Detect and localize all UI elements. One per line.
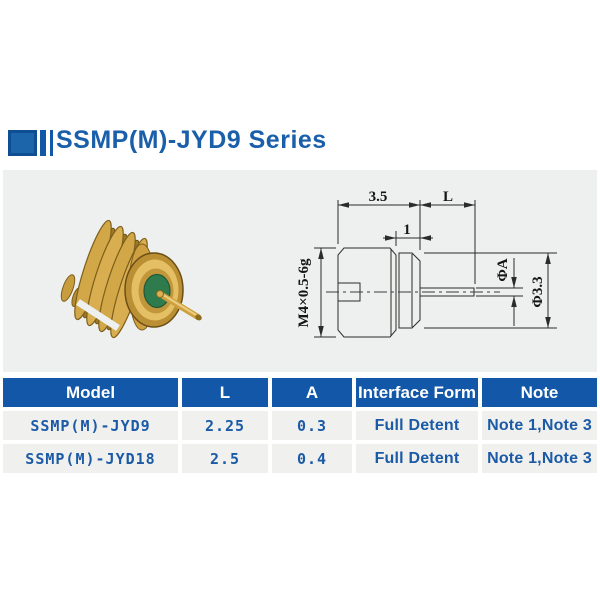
- page-title: SSMP(M)-JYD9 Series: [56, 126, 327, 154]
- technical-drawing: 3.5 L 1 M4×0.5-6g ΦA Φ3.3: [296, 189, 557, 338]
- dimension-lines: [314, 200, 557, 338]
- series-header: SSMP(M)-JYD9 Series: [0, 120, 600, 160]
- cell-note: Note 1,Note 3: [482, 444, 597, 473]
- dim-label-body-length: 3.5: [369, 189, 388, 205]
- column-header-l: L: [182, 378, 268, 407]
- dim-label-neck-length: 1: [403, 222, 411, 238]
- cell-l: 2.25: [182, 411, 268, 440]
- cell-model: SSMP(M)-JYD9: [3, 411, 178, 440]
- dielectric-green: [143, 273, 171, 309]
- cell-interface-form: Full Detent: [356, 444, 478, 473]
- icon-square: [8, 130, 37, 156]
- cell-interface-form: Full Detent: [356, 411, 478, 440]
- column-header-interface-form: Interface Form: [356, 378, 478, 407]
- series-bullet-icon: [8, 130, 54, 157]
- cell-a: 0.3: [272, 411, 352, 440]
- connector-face: [124, 243, 184, 331]
- cell-note: Note 1,Note 3: [482, 411, 597, 440]
- cell-l: 2.5: [182, 444, 268, 473]
- column-header-model: Model: [3, 378, 178, 407]
- dim-label-pin-length: L: [443, 189, 453, 205]
- column-header-a: A: [272, 378, 352, 407]
- dim-label-thread-spec: M4×0.5-6g: [296, 258, 312, 327]
- icon-bar-thick: [40, 130, 46, 156]
- dim-label-body-diameter: Φ3.3: [530, 276, 546, 307]
- center-pin: [156, 290, 202, 321]
- dimension-arrows: [318, 202, 551, 337]
- column-header-note: Note: [482, 378, 597, 407]
- icon-bar-thin: [50, 130, 53, 156]
- cell-model: SSMP(M)-JYD18: [3, 444, 178, 473]
- thread-cut: [76, 299, 120, 331]
- dim-label-pin-diameter: ΦA: [495, 258, 511, 281]
- cell-a: 0.4: [272, 444, 352, 473]
- connector-3d-image: [60, 219, 202, 339]
- spec-table: Model L A Interface Form Note SSMP(M)-JY…: [3, 378, 597, 473]
- drawing-panel: 3.5 L 1 M4×0.5-6g ΦA Φ3.3: [3, 170, 597, 372]
